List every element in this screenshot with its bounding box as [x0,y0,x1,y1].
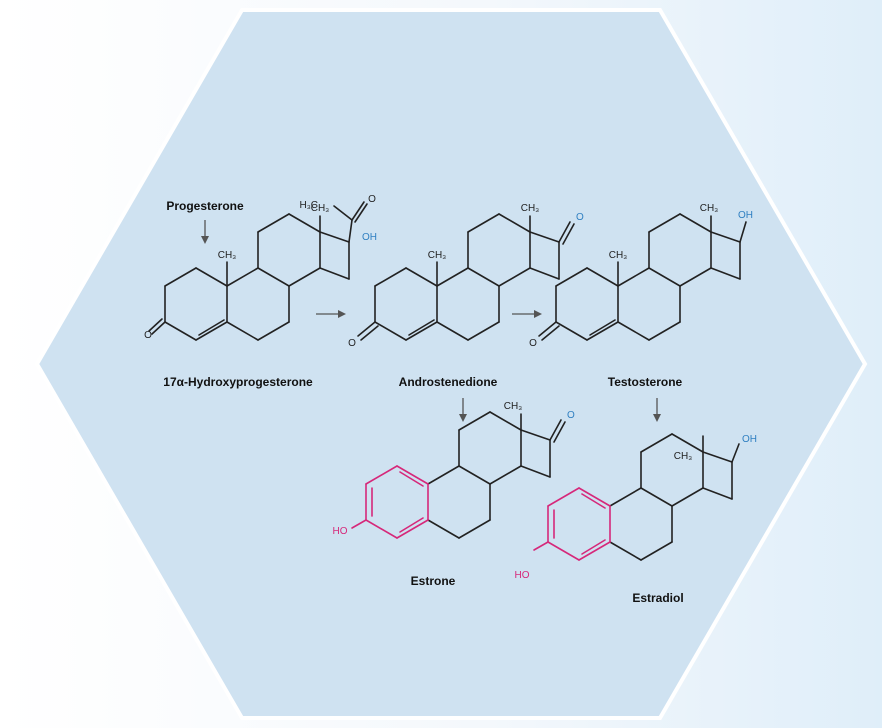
estradiol-label: Estradiol [632,591,683,605]
androstenedione-label: Androstenedione [399,375,498,389]
testosterone-oh: OH [738,210,753,221]
hydroxyprogesterone-methyl-19: CH₃ [218,250,237,261]
arrow-progesterone-to-hydroxyprogesterone [201,220,209,244]
arrow-androstenedione-to-estrone [459,398,467,422]
estrone-17-o: O [567,410,575,421]
hydroxyprogesterone-acetyl-o: O [368,194,376,205]
progesterone-label: Progesterone [166,199,244,213]
estradiol-bonds [609,433,740,561]
androstenedione-methyl-18: CH₃ [521,203,540,214]
androstenedione-methyl-19: CH₃ [428,250,447,261]
estrone-bonds [427,411,566,539]
testosterone-methyl-18: CH₃ [700,203,719,214]
estradiol-methyl: CH₃ [674,451,693,462]
hexagon-panel [34,8,868,720]
estrone-methyl: CH₃ [504,401,523,412]
testosterone-label: Testosterone [608,375,683,389]
arrow-hydroxyprogesterone-to-androstenedione [316,310,346,318]
testosterone-bonds [538,213,747,341]
estrone-label: Estrone [411,574,456,588]
hydroxyprogesterone-bonds [148,201,368,341]
androstenedione-keto-o: O [348,338,356,349]
hydroxyprogesterone-keto-o: O [144,330,152,341]
testosterone-methyl-19: CH₃ [609,250,628,261]
hydroxyprogesterone-structure: O CH₃ CH₃ H₃C O OH Progesterone 17α-Hydr… [144,194,377,389]
estrone-structure: HO CH₃ O Estrone [333,401,576,588]
estrone-ho: HO [333,526,348,537]
testosterone-keto-o: O [529,338,537,349]
hydroxyprogesterone-methyl-18: CH₃ [311,203,330,214]
hydroxyprogesterone-acetyl-methyl: H₃C [299,200,318,211]
arrow-testosterone-to-estradiol [653,398,661,422]
arrow-androstenedione-to-testosterone [512,310,542,318]
androstenedione-bonds [357,213,575,341]
estradiol-aromatic-ring [533,487,611,561]
estradiol-ho: HO [515,570,530,581]
androstenedione-structure: O CH₃ CH₃ O Androstenedione [348,203,584,389]
estradiol-structure: HO CH₃ OH Estradiol [515,433,757,605]
hydroxyprogesterone-label: 17α-Hydroxyprogesterone [163,375,313,389]
estrone-aromatic-ring [351,465,429,539]
androstenedione-17-o: O [576,212,584,223]
hydroxyprogesterone-oh: OH [362,232,377,243]
testosterone-structure: O CH₃ CH₃ OH Testosterone [529,203,753,389]
estradiol-oh: OH [742,434,757,445]
